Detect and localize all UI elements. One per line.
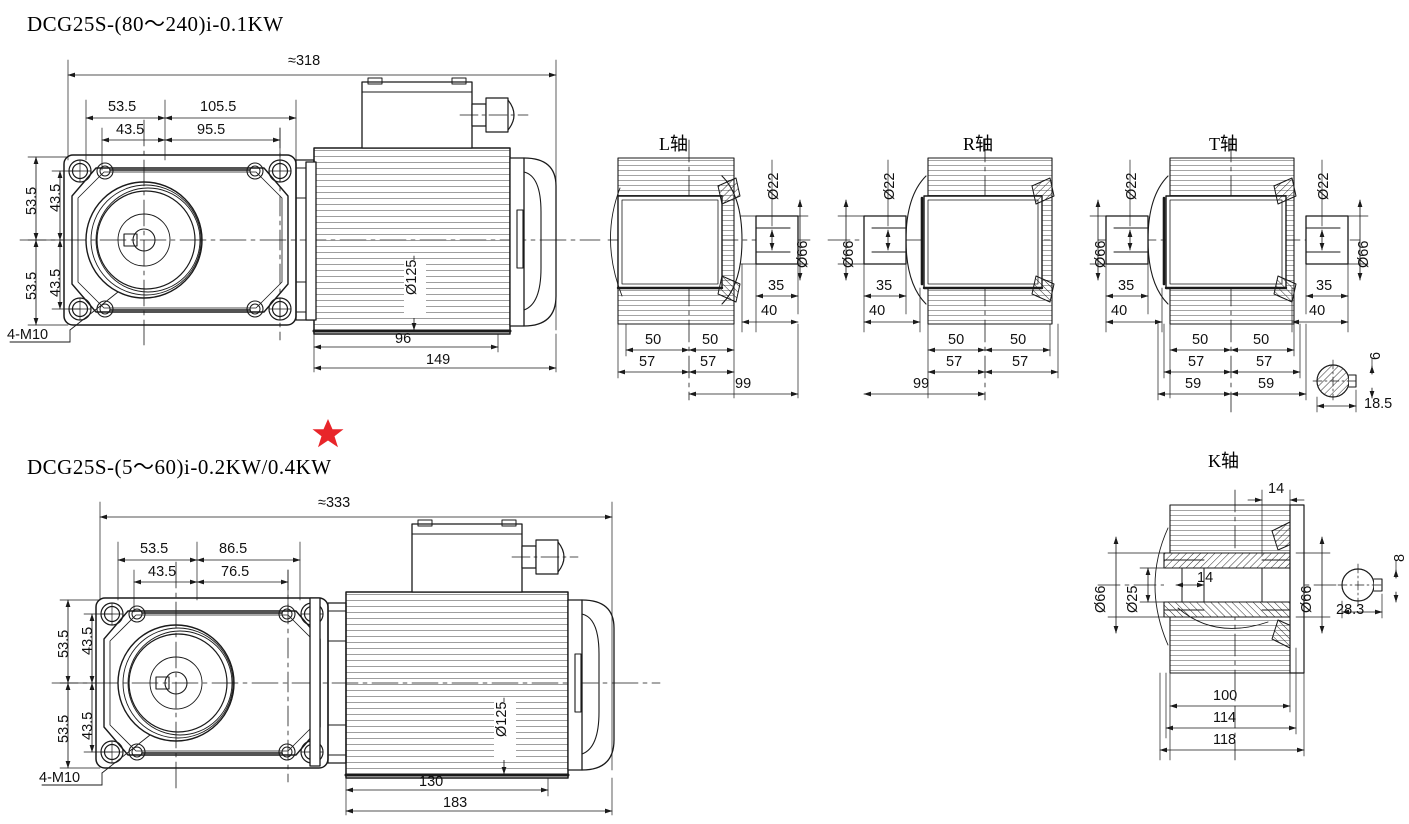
shaft-view-T-drawing bbox=[1089, 139, 1375, 413]
lower-vdim-43-5-top: 43.5 bbox=[80, 626, 96, 655]
K-dim-118: 118 bbox=[1213, 732, 1237, 748]
lower-section-title: DCG25S-(5～60)i-0.2KW/0.4KW bbox=[27, 455, 332, 479]
t-key-section bbox=[1312, 357, 1375, 413]
upper-section-title: DCG25S-(80～240)i-0.1KW bbox=[27, 12, 284, 36]
L-dim-35: 35 bbox=[768, 278, 785, 294]
upper-dim-105-5: 105.5 bbox=[200, 99, 237, 115]
shaft-label-T: T轴 bbox=[1209, 134, 1238, 154]
upper-dim-53-5: 53.5 bbox=[108, 99, 137, 115]
upper-vdim-53-5-bot: 53.5 bbox=[24, 271, 40, 300]
K-key-height: 8 bbox=[1392, 553, 1408, 562]
shaft-label-L: L轴 bbox=[659, 134, 688, 154]
k-key-section bbox=[1337, 559, 1399, 619]
lower-dim-43-5: 43.5 bbox=[148, 564, 177, 580]
L-dim-57-a: 57 bbox=[639, 354, 656, 370]
R-hub-dia: Ø66 bbox=[841, 240, 857, 268]
T-dim-59-b: 59 bbox=[1258, 376, 1275, 392]
star-marker bbox=[312, 419, 344, 448]
R-dim-35: 35 bbox=[876, 278, 893, 294]
R-shaft-dia: Ø22 bbox=[882, 172, 898, 200]
lower-vdim-53-5-bot: 53.5 bbox=[56, 714, 72, 743]
R-dim-50-b: 50 bbox=[1010, 332, 1027, 348]
T-key-height: 6 bbox=[1368, 351, 1384, 360]
upper-vdim-53-5-top: 53.5 bbox=[24, 186, 40, 215]
shaft-view-L-drawing bbox=[607, 139, 813, 401]
upper-vdim-43-5-top: 43.5 bbox=[48, 183, 64, 212]
L-shaft-dia: Ø22 bbox=[766, 172, 782, 200]
K-bore-dia: Ø25 bbox=[1125, 585, 1141, 613]
upper-motor-diameter: Ø125 bbox=[404, 259, 420, 295]
shaft-view-K-drawing bbox=[1097, 489, 1399, 761]
T-dim-57-b: 57 bbox=[1256, 354, 1273, 370]
shaft-label-R: R轴 bbox=[963, 134, 994, 154]
T-key-width: 18.5 bbox=[1364, 396, 1393, 412]
L-dim-50-a: 50 bbox=[645, 332, 662, 348]
shaft-label-K: K轴 bbox=[1208, 451, 1239, 471]
T-dim-50-b: 50 bbox=[1253, 332, 1270, 348]
upper-dim-95-5: 95.5 bbox=[197, 122, 226, 138]
lower-motor-diameter: Ø125 bbox=[494, 701, 510, 737]
K-hub-dia-left: Ø66 bbox=[1093, 585, 1109, 613]
R-dim-40: 40 bbox=[869, 303, 886, 319]
T-dim-57-a: 57 bbox=[1188, 354, 1205, 370]
L-dim-40: 40 bbox=[761, 303, 778, 319]
T-dim-40-left: 40 bbox=[1111, 303, 1128, 319]
shaft-view-R-drawing bbox=[827, 139, 1059, 401]
K-dim-114: 114 bbox=[1213, 710, 1237, 726]
upper-dim-43-5: 43.5 bbox=[116, 122, 145, 138]
R-dim-99: 99 bbox=[913, 376, 930, 392]
lower-dim-183: 183 bbox=[443, 795, 468, 811]
L-hub-dia: Ø66 bbox=[795, 240, 811, 268]
T-dim-59-a: 59 bbox=[1185, 376, 1202, 392]
K-dim-100: 100 bbox=[1213, 688, 1238, 704]
lower-overall-dim: ≈333 bbox=[318, 495, 351, 511]
T-dim-35-right: 35 bbox=[1316, 278, 1333, 294]
T-hub-dia-left: Ø66 bbox=[1093, 240, 1109, 268]
upper-dim-149: 149 bbox=[426, 352, 451, 368]
R-dim-50-a: 50 bbox=[948, 332, 965, 348]
lower-vdim-43-5-bot: 43.5 bbox=[80, 711, 96, 740]
T-shaft-dia-right: Ø22 bbox=[1316, 172, 1332, 200]
upper-vdim-43-5-bot: 43.5 bbox=[48, 268, 64, 297]
lower-dim-53-5: 53.5 bbox=[140, 541, 169, 557]
L-dim-50-b: 50 bbox=[702, 332, 719, 348]
R-dim-57-b: 57 bbox=[1012, 354, 1029, 370]
T-dim-40-right: 40 bbox=[1309, 303, 1326, 319]
upper-assembly-drawing bbox=[9, 59, 601, 373]
T-hub-dia-right: Ø66 bbox=[1356, 240, 1372, 268]
upper-dim-96: 96 bbox=[395, 331, 412, 347]
lower-vdim-53-5-top: 53.5 bbox=[56, 629, 72, 658]
K-key-width: 28.3 bbox=[1336, 602, 1365, 618]
T-dim-50-a: 50 bbox=[1192, 332, 1209, 348]
lower-assembly-drawing bbox=[41, 501, 661, 816]
L-dim-57-b: 57 bbox=[700, 354, 717, 370]
lower-mounting-note: 4-M10 bbox=[39, 770, 81, 786]
lower-dim-76-5: 76.5 bbox=[221, 564, 250, 580]
upper-mounting-note: 4-M10 bbox=[7, 327, 49, 343]
R-dim-57-a: 57 bbox=[946, 354, 963, 370]
K-dim-14-top: 14 bbox=[1268, 481, 1285, 497]
L-dim-99: 99 bbox=[735, 376, 752, 392]
T-shaft-dia-left: Ø22 bbox=[1124, 172, 1140, 200]
upper-overall-dim: ≈318 bbox=[288, 53, 321, 69]
K-hub-dia-right: Ø66 bbox=[1299, 585, 1315, 613]
K-dim-14-bore: 14 bbox=[1197, 570, 1214, 586]
T-dim-35-left: 35 bbox=[1118, 278, 1135, 294]
lower-dim-86-5: 86.5 bbox=[219, 541, 248, 557]
lower-dim-130: 130 bbox=[419, 774, 444, 790]
